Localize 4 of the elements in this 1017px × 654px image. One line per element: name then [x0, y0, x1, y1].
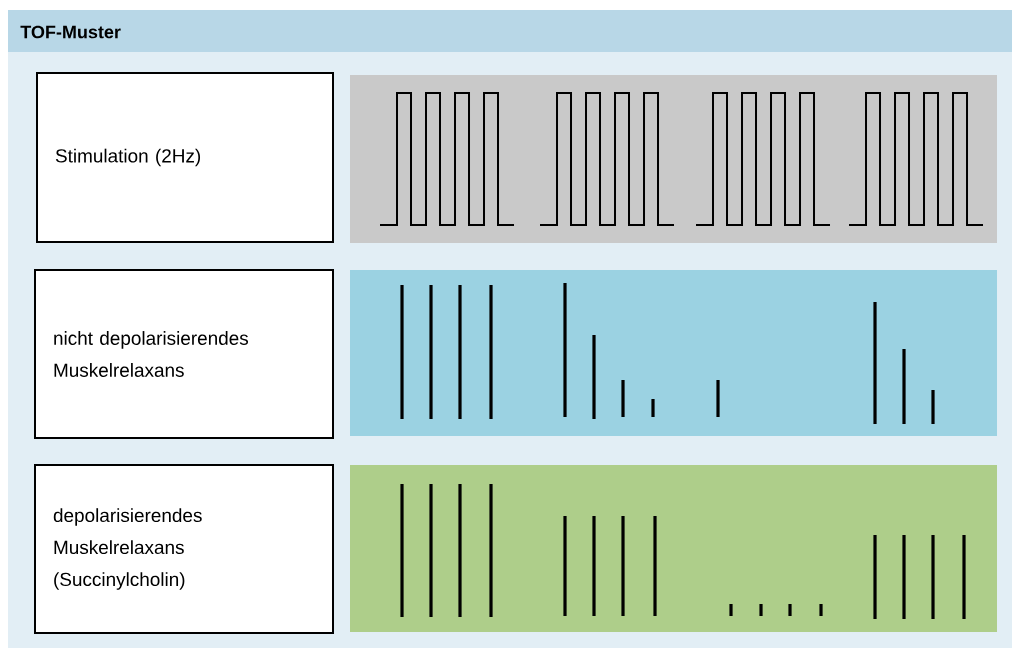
label-box: Stimulation (2Hz)	[36, 72, 334, 243]
title: TOF-Muster	[20, 25, 121, 39]
label-box: nicht depolarisierendes Muskelrelaxans	[34, 269, 334, 439]
label-box: depolarisierendes Muskelrelaxans (Succinylcholin)	[34, 464, 334, 634]
